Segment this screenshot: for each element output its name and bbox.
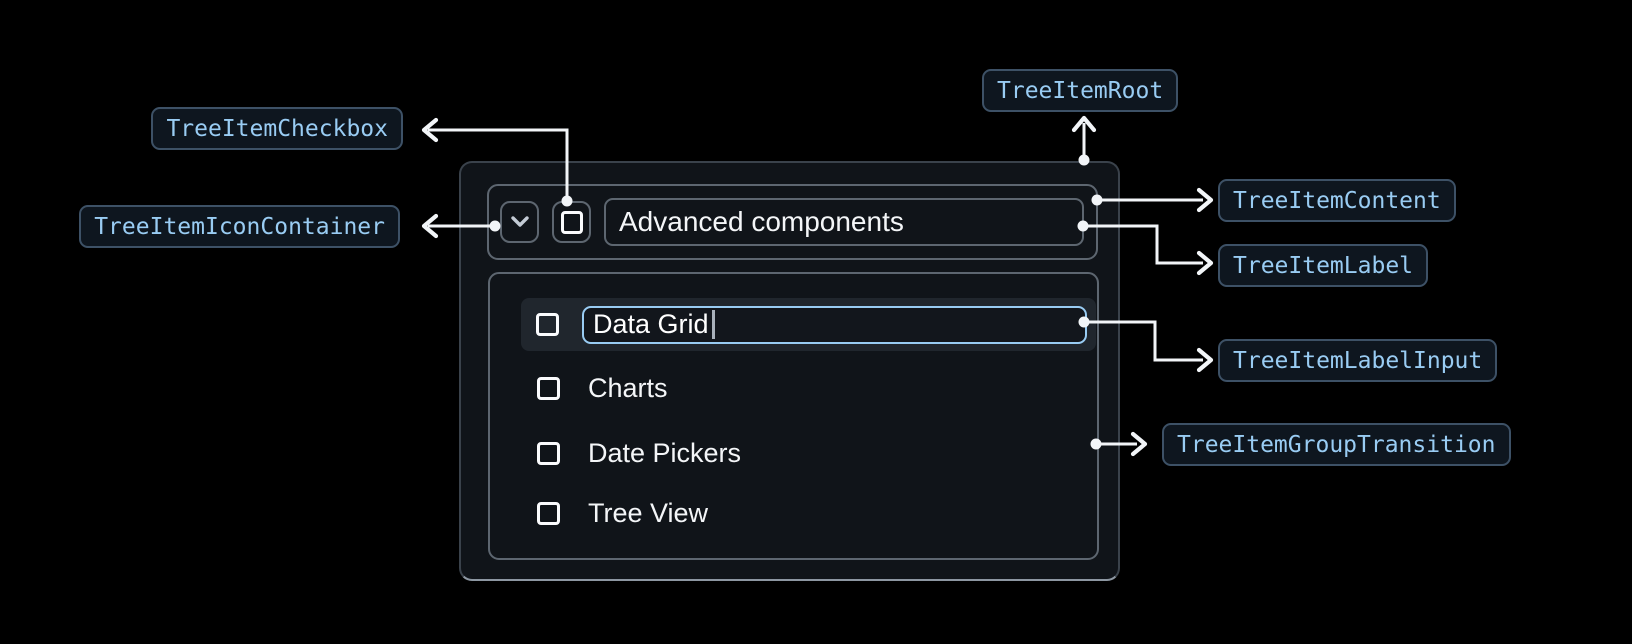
tree-item-group-transition: Data Grid Charts Date Pickers Tree View bbox=[488, 272, 1099, 560]
arrowhead-right bbox=[1130, 431, 1148, 457]
chevron-down-icon bbox=[510, 216, 529, 227]
annotation-tree-item-root: TreeItemRoot bbox=[982, 69, 1179, 112]
annotation-tree-item-content: TreeItemContent bbox=[1218, 179, 1456, 222]
text-caret bbox=[711, 310, 715, 339]
annotation-tree-item-group-transition: TreeItemGroupTransition bbox=[1162, 423, 1511, 466]
annotation-text: TreeItemGroupTransition bbox=[1177, 431, 1496, 458]
arrowhead-right bbox=[1196, 187, 1214, 213]
arrowhead-right bbox=[1196, 347, 1214, 373]
label-input-value: Data Grid bbox=[593, 309, 709, 339]
tree-item-root: Advanced components Data Grid Charts Dat… bbox=[459, 161, 1120, 581]
annotation-text: TreeItemCheckbox bbox=[166, 115, 388, 142]
tree-item-label-input[interactable]: Data Grid bbox=[582, 305, 1087, 344]
checkbox-unchecked-icon[interactable] bbox=[536, 313, 559, 336]
tree-item-label-text: Date Pickers bbox=[588, 437, 742, 468]
checkbox-unchecked-icon[interactable] bbox=[537, 501, 560, 525]
tree-item-label-text: Charts bbox=[588, 372, 668, 403]
annotation-tree-item-icon-container: TreeItemIconContainer bbox=[79, 205, 400, 248]
annotation-tree-item-label-input: TreeItemLabelInput bbox=[1218, 339, 1498, 382]
tree-item-row[interactable]: Tree View bbox=[490, 483, 1097, 543]
tree-item-label-text: Tree View bbox=[588, 497, 709, 528]
annotation-tree-item-label: TreeItemLabel bbox=[1218, 244, 1429, 287]
arrowhead-right bbox=[1196, 250, 1214, 276]
tree-item-row[interactable]: Charts bbox=[490, 358, 1097, 418]
tree-item-label-text: Advanced components bbox=[619, 206, 904, 237]
annotation-text: TreeItemLabel bbox=[1233, 252, 1414, 279]
annotation-text: TreeItemContent bbox=[1233, 187, 1441, 214]
arrowhead-left bbox=[421, 117, 439, 143]
arrowhead-up bbox=[1071, 115, 1097, 133]
tree-item-row[interactable]: Date Pickers bbox=[490, 423, 1097, 483]
annotation-text: TreeItemRoot bbox=[997, 77, 1164, 104]
checkbox-unchecked-icon bbox=[560, 210, 583, 234]
tree-item-icon-container[interactable] bbox=[500, 201, 539, 243]
checkbox-unchecked-icon[interactable] bbox=[537, 376, 560, 400]
arrowhead-left bbox=[421, 213, 439, 239]
tree-item-content[interactable]: Advanced components bbox=[487, 184, 1098, 260]
annotation-text: TreeItemLabelInput bbox=[1233, 347, 1483, 374]
checkbox-unchecked-icon[interactable] bbox=[537, 441, 560, 465]
connector-tree-item-root bbox=[1071, 115, 1097, 166]
tree-item-checkbox[interactable] bbox=[552, 201, 591, 243]
annotation-text: TreeItemIconContainer bbox=[94, 213, 385, 240]
annotation-tree-item-checkbox: TreeItemCheckbox bbox=[151, 107, 403, 150]
tree-item-row-editing[interactable]: Data Grid bbox=[521, 298, 1096, 351]
tree-item-label: Advanced components bbox=[604, 198, 1084, 246]
